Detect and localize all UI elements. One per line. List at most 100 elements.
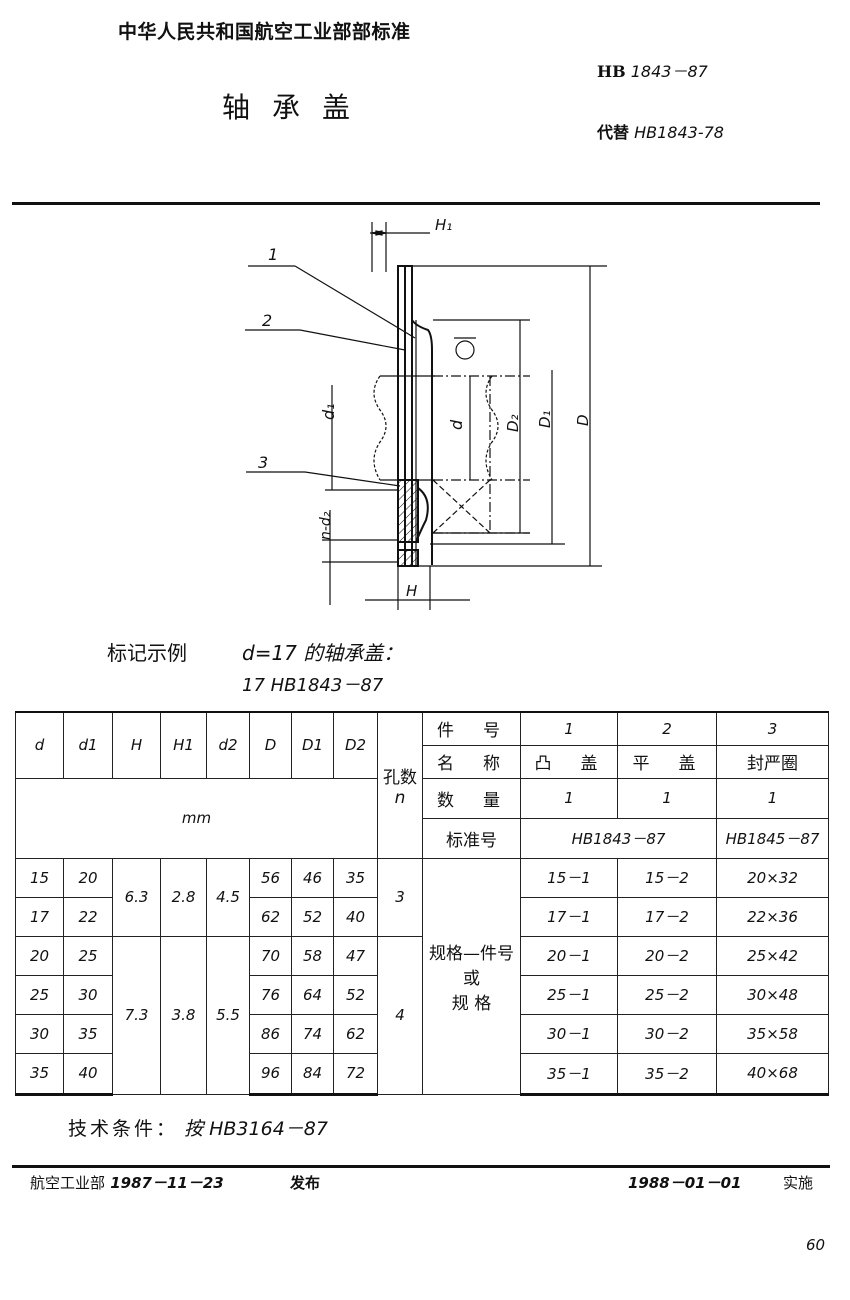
- holes-header: 孔数 n: [377, 711, 423, 859]
- issue-word: 发布: [290, 1174, 321, 1192]
- cell-part-3: 30×48: [716, 974, 829, 1015]
- unit-cell: mm: [15, 777, 378, 859]
- page-number: 60: [806, 1236, 826, 1254]
- cell-D2: 52: [333, 974, 378, 1015]
- cell-part-2: 17－2: [617, 896, 717, 937]
- header-d: d: [15, 711, 64, 779]
- cell-D: 86: [249, 1013, 292, 1054]
- svg-text:H: H: [406, 582, 417, 600]
- svg-text:D: D: [574, 414, 592, 426]
- standard-number-label: 标准号: [422, 817, 521, 859]
- svg-text:1: 1: [268, 245, 278, 264]
- cell-D2: 47: [333, 935, 378, 976]
- cell-d: 17: [15, 896, 64, 937]
- cell-D: 76: [249, 974, 292, 1015]
- svg-text:D₁: D₁: [536, 410, 554, 428]
- cell-part-1: 35－1: [520, 1052, 618, 1096]
- holes-header-label: 孔数: [383, 767, 417, 788]
- cell-D: 56: [249, 857, 292, 898]
- cell-D1: 84: [291, 1052, 334, 1096]
- cell-d1: 40: [63, 1052, 113, 1096]
- quantity-2: 1: [617, 777, 717, 819]
- cell-d1: 30: [63, 974, 113, 1015]
- part-name-label: 名 称: [422, 744, 521, 779]
- header-d2: d2: [206, 711, 250, 779]
- spec-column-label: 规格—件号 或 规 格: [422, 857, 521, 1095]
- implement-date: 1988－01－01: [628, 1174, 742, 1192]
- cell-D2: 72: [333, 1052, 378, 1096]
- cell-d: 25: [15, 974, 64, 1015]
- cell-d: 35: [15, 1052, 64, 1096]
- quantity-3: 1: [716, 777, 829, 819]
- standard-prefix: HB: [597, 62, 626, 81]
- part-name-3: 封严圈: [716, 744, 829, 779]
- holes-header-symbol: n: [394, 787, 406, 808]
- svg-text:n-d₂: n-d₂: [318, 511, 334, 540]
- part-name-1: 凸 盖: [520, 744, 618, 779]
- header-H: H: [112, 711, 161, 779]
- cell-part-1: 17－1: [520, 896, 618, 937]
- cell-part-3: 25×42: [716, 935, 829, 976]
- cell-n: 3: [377, 857, 423, 937]
- cell-D2: 40: [333, 896, 378, 937]
- cell-D1: 46: [291, 857, 334, 898]
- cell-n: 4: [377, 935, 423, 1095]
- cell-part-1: 25－1: [520, 974, 618, 1015]
- technical-conditions: 技术条件： 按 HB3164－87: [68, 1114, 328, 1141]
- cell-H: 7.3: [112, 935, 161, 1095]
- spec-label-line-1: 规格—件号: [429, 943, 514, 964]
- replaces-number: HB1843-78: [634, 123, 724, 142]
- footer-divider: [12, 1165, 830, 1168]
- cell-H1: 2.8: [160, 857, 207, 937]
- part-number-label: 件 号: [422, 711, 521, 746]
- standard-number: HB 1843－87: [597, 58, 708, 82]
- cell-d: 15: [15, 857, 64, 898]
- cell-D1: 58: [291, 935, 334, 976]
- marking-example-code: 17 HB1843－87: [242, 675, 384, 696]
- header-D1: D1: [291, 711, 334, 779]
- cell-d: 20: [15, 935, 64, 976]
- svg-text:d: d: [447, 419, 466, 430]
- cell-part-3: 40×68: [716, 1052, 829, 1096]
- cell-part-2: 25－2: [617, 974, 717, 1015]
- cell-H1: 3.8: [160, 935, 207, 1095]
- technical-conditions-value: 按 HB3164－87: [184, 1118, 328, 1140]
- marking-example-label: 标记示例: [107, 641, 187, 665]
- spec-label-line-3: 规 格: [451, 993, 492, 1014]
- cell-part-1: 15－1: [520, 857, 618, 898]
- cell-part-2: 20－2: [617, 935, 717, 976]
- header-d1: d1: [63, 711, 113, 779]
- cell-d2: 5.5: [206, 935, 250, 1095]
- cell-part-2: 30－2: [617, 1013, 717, 1054]
- marking-example-description: d=17 的轴承盖：: [242, 641, 404, 665]
- cell-part-3: 20×32: [716, 857, 829, 898]
- quantity-1: 1: [520, 777, 618, 819]
- cell-part-3: 35×58: [716, 1013, 829, 1054]
- standard-number-value: 1843－87: [630, 62, 708, 81]
- cell-part-2: 35－2: [617, 1052, 717, 1096]
- table-row: 20 25 7.3 3.8 5.5 70 58 47 4 20－1 20－2 2…: [15, 935, 829, 1095]
- cell-d1: 20: [63, 857, 113, 898]
- header-D: D: [249, 711, 292, 779]
- technical-conditions-label: 技术条件：: [68, 1118, 179, 1140]
- spec-label-line-2: 或: [463, 968, 480, 989]
- page-title: 轴承盖: [222, 91, 373, 124]
- cell-D: 96: [249, 1052, 292, 1096]
- header-divider: [12, 202, 820, 205]
- cell-H: 6.3: [112, 857, 161, 937]
- cell-part-1: 30－1: [520, 1013, 618, 1054]
- cell-D2: 62: [333, 1013, 378, 1054]
- header-D2: D2: [333, 711, 378, 779]
- quantity-label: 数 量: [422, 777, 521, 819]
- part-number-3: 3: [716, 711, 829, 746]
- table-row: 35 40 96 84 72 35－1 35－2 40×68: [15, 1052, 829, 1096]
- bearing-cover-drawing: H₁ d D₂ D₁ D d₁ n-d₂: [245, 216, 607, 610]
- issue-info: 航空工业部 1987－11－23: [30, 1172, 224, 1193]
- cell-d2: 4.5: [206, 857, 250, 937]
- table-row: 15 20 6.3 2.8 4.5 56 46 35 3 规格—件号 或 规 格…: [15, 857, 829, 1095]
- cell-d1: 35: [63, 1013, 113, 1054]
- standard-number-part-3: HB1845－87: [716, 817, 829, 859]
- cell-d1: 25: [63, 935, 113, 976]
- svg-text:3: 3: [258, 453, 268, 472]
- svg-text:D₂: D₂: [504, 414, 522, 432]
